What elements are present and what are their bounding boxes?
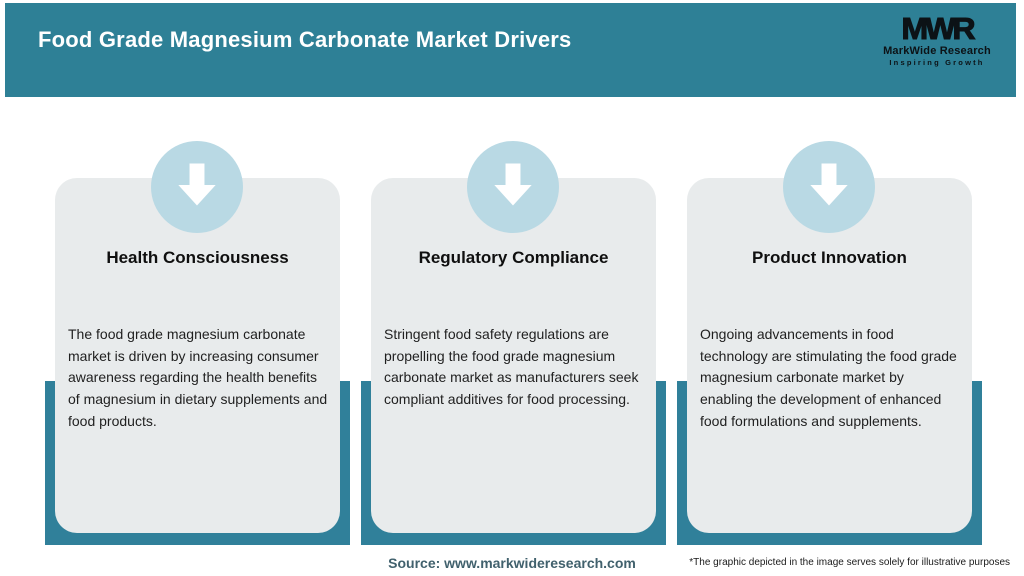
driver-card-product-innovation: Product Innovation Ongoing advancements … (687, 178, 972, 533)
logo-abbr: MWR (901, 11, 976, 46)
arrow-circle (467, 141, 559, 233)
card-title: Regulatory Compliance (418, 248, 609, 267)
logo-name: MarkWide Research (883, 45, 991, 57)
markwide-logo: MWR MarkWide Research Inspiring Growth (872, 11, 1002, 68)
disclaimer-note: *The graphic depicted in the image serve… (689, 557, 1010, 568)
arrow-circle (783, 141, 875, 233)
logo-tagline: Inspiring Growth (889, 58, 985, 67)
arrow-down-icon (169, 157, 225, 218)
arrow-down-icon (801, 157, 857, 218)
driver-card-regulatory-compliance: Regulatory Compliance Stringent food saf… (371, 178, 656, 533)
header-bar: Food Grade Magnesium Carbonate Market Dr… (5, 3, 1016, 97)
arrow-down-icon (485, 157, 541, 218)
card-title: Product Innovation (752, 248, 907, 267)
arrow-circle (151, 141, 243, 233)
card-body: The food grade magnesium carbonate marke… (68, 326, 328, 429)
source-attribution: Source: www.markwideresearch.com (388, 555, 636, 571)
page-title: Food Grade Magnesium Carbonate Market Dr… (38, 27, 572, 52)
card-body: Ongoing advancements in food technology … (700, 326, 957, 429)
driver-card-health-consciousness: Health Consciousness The food grade magn… (55, 178, 340, 533)
card-title: Health Consciousness (106, 248, 289, 267)
card-body: Stringent food safety regulations are pr… (384, 326, 639, 408)
